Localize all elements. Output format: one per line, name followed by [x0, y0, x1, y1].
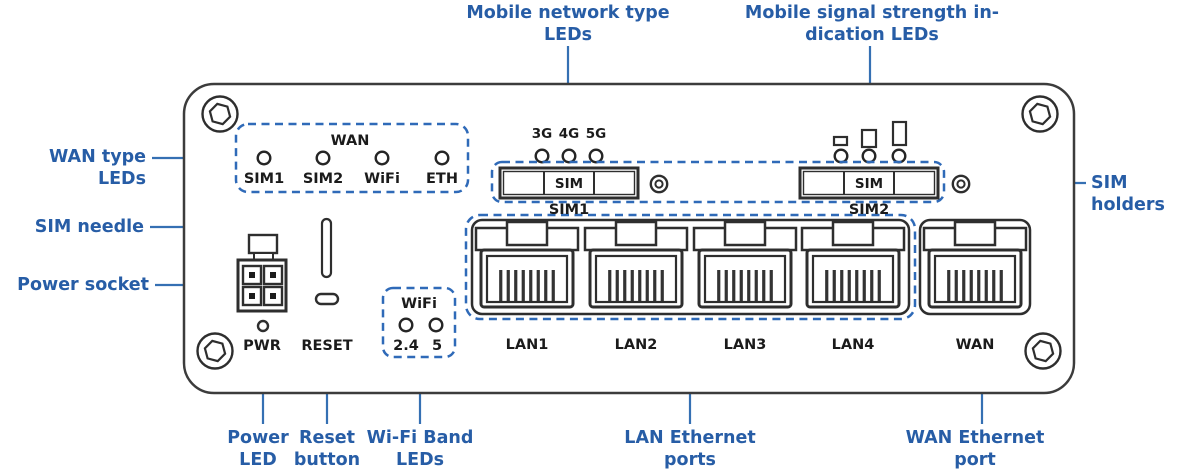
- wan-led-sim1: [256, 150, 272, 166]
- wifi-group-title: WiFi: [401, 296, 437, 312]
- callout-line2: LEDs: [543, 25, 593, 45]
- wan-led-eth: [434, 150, 450, 166]
- callout-wifi-band-leds: Wi-Fi Band LEDs: [366, 428, 474, 470]
- network-type-label-4g: 4G: [558, 126, 580, 142]
- callout-sim-holders: SIM holders: [1091, 173, 1165, 215]
- sim-needle: [320, 217, 333, 279]
- network-type-led-3g: [534, 148, 550, 164]
- pwr-led: [256, 319, 270, 333]
- port-label-lan1: LAN1: [505, 337, 549, 353]
- callout-reset-button: Reset button: [293, 428, 361, 470]
- wan-group-title: WAN: [330, 133, 370, 149]
- lan-port-lan1: [474, 220, 580, 309]
- wan-led-sim2: [315, 150, 331, 166]
- sim1-tray-label: SIM: [554, 176, 584, 192]
- wan-led-label-wifi: WiFi: [364, 171, 400, 187]
- port-label-wan: WAN: [955, 337, 995, 353]
- reset-label: RESET: [301, 338, 353, 354]
- signal-bar-mid: [860, 128, 878, 149]
- lan-port-block: [470, 218, 911, 316]
- sim2-name-label: SIM2: [848, 202, 890, 218]
- callout-line2: dication LEDs: [805, 25, 939, 45]
- network-type-label-3g: 3G: [531, 126, 553, 142]
- lan-port-lan2: [583, 220, 689, 309]
- network-type-led-5g: [588, 148, 604, 164]
- sim2-tray-label: SIM: [854, 176, 884, 192]
- port-label-lan3: LAN3: [723, 337, 767, 353]
- lan-ports-box: [464, 213, 917, 321]
- signal-led-1: [833, 148, 849, 164]
- port-label-lan2: LAN2: [614, 337, 658, 353]
- sim1-eject-hole: [649, 174, 669, 194]
- wan-led-wifi: [374, 150, 390, 166]
- pwr-label: PWR: [243, 338, 281, 354]
- power-socket: [236, 233, 288, 313]
- signal-bar-low: [832, 135, 849, 147]
- callout-sim-needle: SIM needle: [34, 217, 144, 237]
- wifi-led-label-2-4: 2.4: [393, 338, 419, 354]
- network-type-led-4g: [561, 148, 577, 164]
- callout-wan-ethernet-port: WAN Ethernet port: [905, 428, 1045, 470]
- sim-holders-box: [490, 160, 946, 204]
- wifi-led-label-5: 5: [431, 338, 443, 354]
- callout-mobile-signal-strength-leds: Mobile signal strength in- dication LEDs: [740, 2, 1004, 46]
- sim1-name-label: SIM1: [548, 202, 590, 218]
- sim2-eject-hole: [951, 174, 971, 194]
- reset-button: [314, 292, 340, 306]
- port-label-lan4: LAN4: [831, 337, 875, 353]
- wifi-led-2-4ghz: [398, 317, 414, 333]
- callout-wan-type-leds: WAN type LEDs: [49, 147, 146, 189]
- wan-led-label-sim2: SIM2: [302, 171, 344, 187]
- wan-ethernet-port: [922, 220, 1028, 309]
- callout-power-led: Power LED: [227, 428, 289, 470]
- callout-line1: Mobile signal strength in-: [744, 3, 1000, 23]
- callout-line1: Mobile network type: [466, 3, 670, 23]
- corner-screw-top-right: [1021, 95, 1059, 133]
- wan-led-label-eth: ETH: [426, 171, 458, 187]
- corner-screw-bottom-left: [196, 332, 234, 370]
- callout-power-socket: Power socket: [17, 275, 149, 295]
- signal-led-3: [891, 148, 907, 164]
- signal-bar-high: [891, 120, 908, 147]
- wan-led-label-sim1: SIM1: [243, 171, 285, 187]
- wan-led-group-box: [234, 122, 470, 194]
- lan-port-lan3: [692, 220, 798, 309]
- network-type-label-5g: 5G: [585, 126, 607, 142]
- callout-mobile-network-type-leds: Mobile network type LEDs: [450, 2, 686, 46]
- corner-screw-bottom-right: [1024, 332, 1062, 370]
- callout-lan-ethernet-ports: LAN Ethernet ports: [624, 428, 756, 470]
- wifi-led-5ghz: [428, 317, 444, 333]
- signal-led-2: [861, 148, 877, 164]
- lan-port-lan4: [800, 220, 906, 309]
- signal-strength-bars: [832, 120, 908, 149]
- corner-screw-top-left: [201, 95, 239, 133]
